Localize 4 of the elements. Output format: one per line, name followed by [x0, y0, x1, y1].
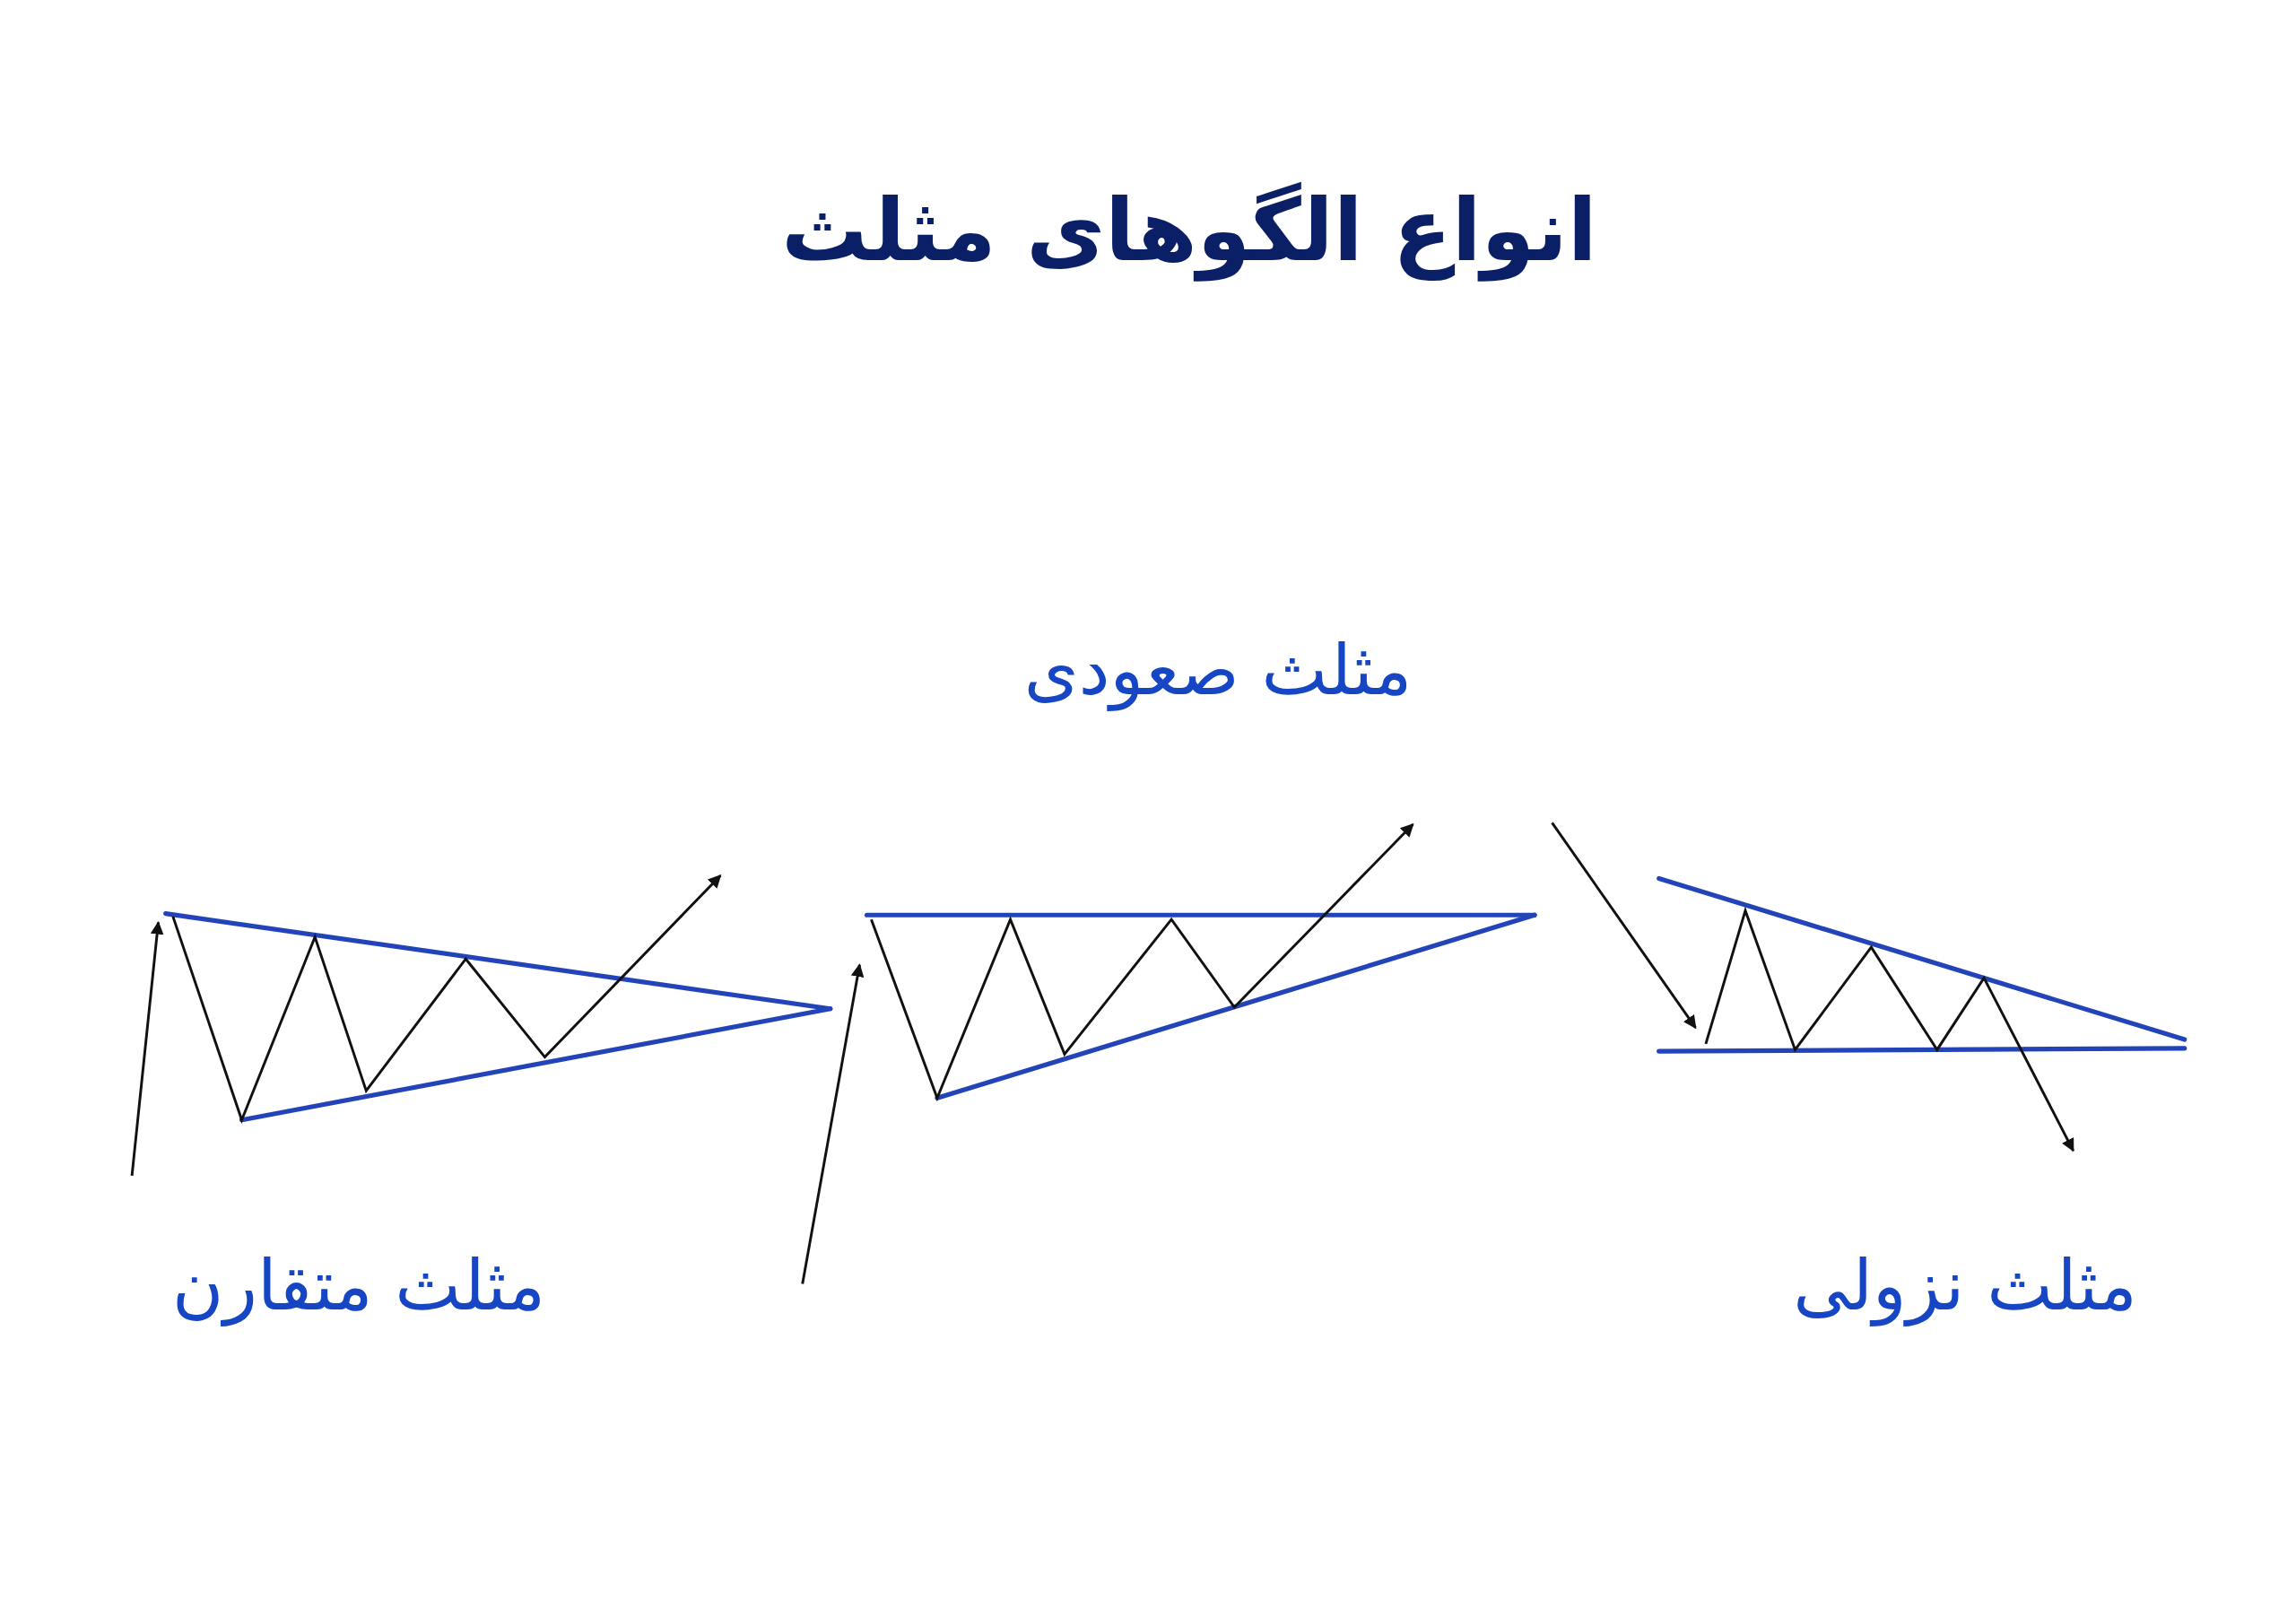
pattern-label: مثلث صعودی: [1023, 629, 1413, 713]
title: انواع الگوهای مثلث: [781, 179, 1597, 283]
pattern-label: مثلث متقارن: [172, 1244, 545, 1328]
pattern-label: مثلث نزولی: [1793, 1244, 2137, 1328]
